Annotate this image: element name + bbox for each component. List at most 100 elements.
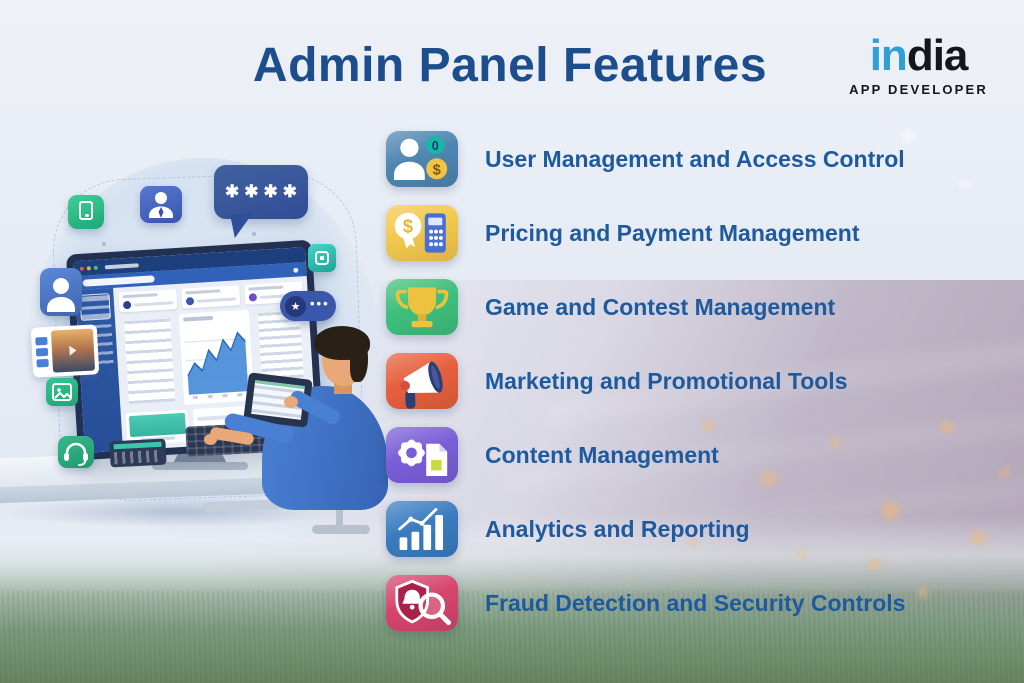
bokeh-light	[898, 126, 918, 146]
bokeh-light	[938, 418, 956, 436]
bokeh-light	[968, 528, 988, 548]
stat-line	[134, 300, 174, 307]
monitor-stand-base	[152, 462, 248, 470]
nav-icon	[293, 267, 299, 273]
image-icon	[46, 378, 78, 406]
search-input	[82, 274, 155, 287]
feature-row-pricing-payment: $ Pricing and Payment Management	[386, 205, 996, 261]
svg-text:0: 0	[432, 139, 439, 153]
headset-glyph	[64, 442, 88, 466]
mobile-phone-icon	[68, 195, 104, 229]
avatar-icon	[40, 268, 82, 316]
feature-row-fraud-security: Fraud Detection and Security Controls	[386, 575, 996, 631]
avatar-glyph	[47, 278, 75, 312]
person-left-hand	[204, 434, 217, 445]
page-title: Admin Panel Features	[252, 39, 768, 92]
feature-row-marketing: Marketing and Promotional Tools	[386, 353, 996, 409]
picture-glyph	[52, 383, 72, 401]
feature-label: Pricing and Payment Management	[485, 219, 860, 246]
chair-pole	[336, 502, 343, 528]
bokeh-light	[828, 436, 842, 450]
password-asterisks: ✱✱✱✱	[225, 182, 302, 201]
marketing-megaphone-icon	[386, 353, 458, 409]
feature-row-analytics: Analytics and Reporting	[386, 501, 996, 557]
chart-card	[178, 309, 255, 405]
stat-card	[181, 285, 241, 309]
decorative-dot	[102, 242, 106, 246]
bokeh-light	[998, 466, 1012, 480]
feature-row-game-contest: Game and Contest Management	[386, 279, 996, 335]
media-button	[35, 347, 49, 357]
dashboard-body	[75, 276, 317, 453]
person-hair-back	[350, 338, 368, 382]
grass-texture	[0, 590, 1024, 683]
media-button	[35, 336, 48, 346]
bokeh-light	[866, 556, 882, 572]
stat-icon	[122, 300, 132, 310]
sidebar-menu-card	[79, 293, 111, 321]
feature-label: Fraud Detection and Security Controls	[485, 589, 906, 616]
video-player-card	[30, 324, 100, 378]
headset-support-icon	[58, 436, 94, 468]
feature-row-content-management: Content Management	[386, 427, 996, 483]
item-list-card	[119, 314, 180, 409]
chart-title-line	[183, 315, 213, 322]
user-profile-icon	[140, 186, 182, 223]
stat-line	[196, 296, 237, 303]
stat-value-row	[122, 298, 174, 310]
star-rating-badge: ★ •••	[280, 291, 336, 321]
brand-wordmark-dark: dia	[906, 31, 969, 80]
pricing-payment-icon: $	[386, 205, 458, 261]
star-icon: ★	[285, 295, 306, 317]
fraud-security-icon	[386, 575, 458, 631]
brand-wordmark-blue: in	[869, 31, 908, 80]
area-chart	[184, 330, 249, 399]
bokeh-light	[916, 586, 930, 600]
media-button	[36, 358, 49, 368]
stat-value-row	[185, 294, 237, 306]
bokeh-light	[796, 548, 808, 560]
bokeh-light	[758, 468, 780, 490]
brand-logo: india APP DEVELOPER	[849, 31, 988, 98]
feature-label: Analytics and Reporting	[485, 515, 750, 542]
feature-label: Marketing and Promotional Tools	[485, 367, 848, 394]
stat-icon	[248, 293, 258, 302]
svg-text:$: $	[403, 216, 413, 236]
feature-label: Content Management	[485, 441, 719, 468]
stat-title-line	[185, 289, 221, 295]
brand-tagline: APP DEVELOPER	[849, 82, 988, 97]
play-icon	[69, 345, 77, 356]
feature-list: 0 $ User Management and Access Control $	[386, 131, 996, 631]
svg-text:$: $	[433, 162, 441, 178]
analytics-reporting-icon	[386, 501, 458, 557]
window-dot-yellow	[86, 265, 91, 270]
stat-card	[118, 289, 178, 313]
bokeh-light	[688, 538, 698, 548]
media-buttons	[35, 331, 49, 374]
phone-glyph	[79, 201, 93, 220]
dashboard-middle-row	[119, 306, 310, 409]
bokeh-light	[958, 178, 972, 192]
table-cell	[197, 414, 228, 421]
bokeh-light	[700, 418, 716, 434]
monitor	[65, 239, 325, 461]
decorative-dot	[252, 232, 256, 236]
window-dot-green	[93, 265, 98, 270]
video-thumbnail	[50, 328, 96, 373]
stat-icon	[185, 296, 195, 306]
game-contest-icon	[386, 279, 458, 335]
person-glyph	[149, 192, 173, 218]
person-right-hand	[284, 396, 298, 408]
stat-title-line	[248, 285, 284, 291]
title-bar-text	[104, 262, 139, 269]
feature-label: User Management and Access Control	[485, 145, 905, 172]
teal-widget	[128, 412, 187, 438]
calculator	[109, 438, 167, 468]
teal-widget-icon	[308, 244, 336, 272]
user-management-icon: 0 $	[386, 131, 458, 187]
chair-base	[312, 525, 370, 534]
feature-label: Game and Contest Management	[485, 293, 836, 320]
bokeh-light	[878, 498, 904, 524]
